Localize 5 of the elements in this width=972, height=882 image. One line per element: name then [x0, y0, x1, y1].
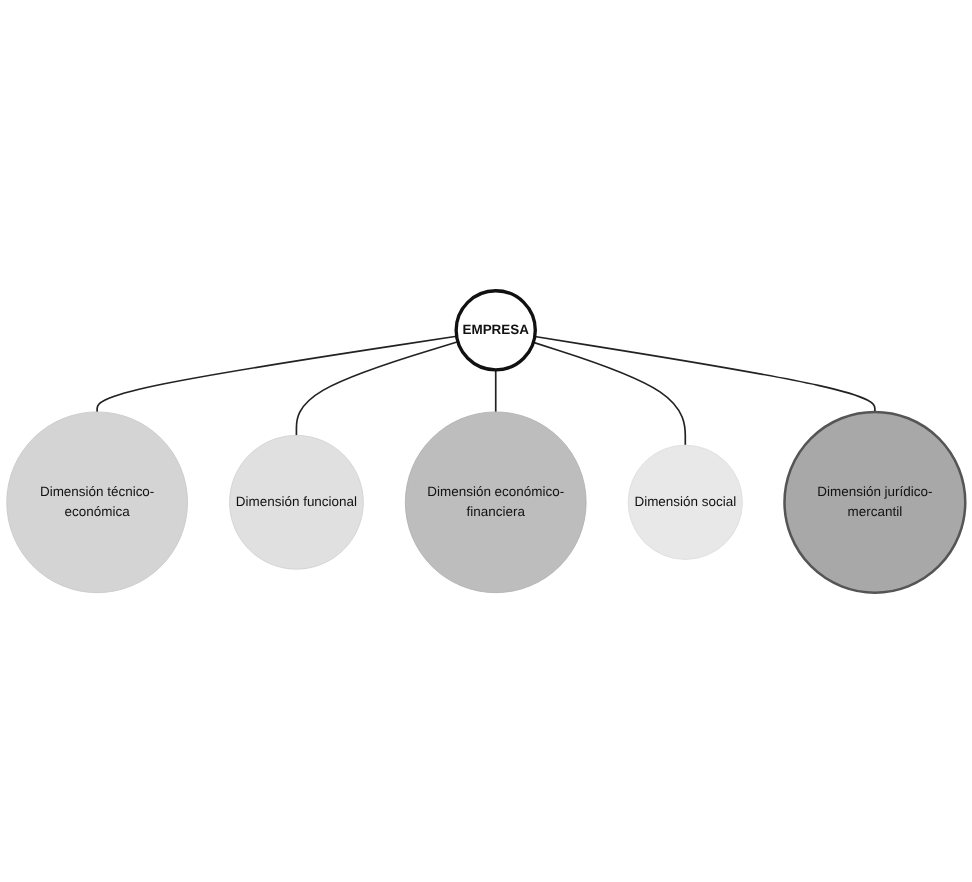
connector [533, 335, 876, 413]
connector [295, 340, 459, 436]
connector [494, 368, 497, 413]
connector [532, 340, 687, 446]
connector [96, 334, 458, 413]
